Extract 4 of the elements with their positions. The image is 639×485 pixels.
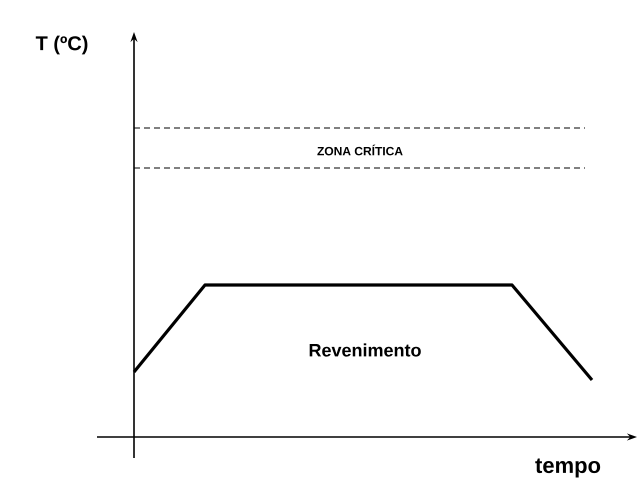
axis-title: tempo — [535, 458, 600, 478]
axis-title: T (ºC) — [36, 36, 88, 54]
curve-label: Revenimento — [310, 343, 421, 357]
zone-label: ZONA CRÍTICA — [317, 144, 403, 156]
